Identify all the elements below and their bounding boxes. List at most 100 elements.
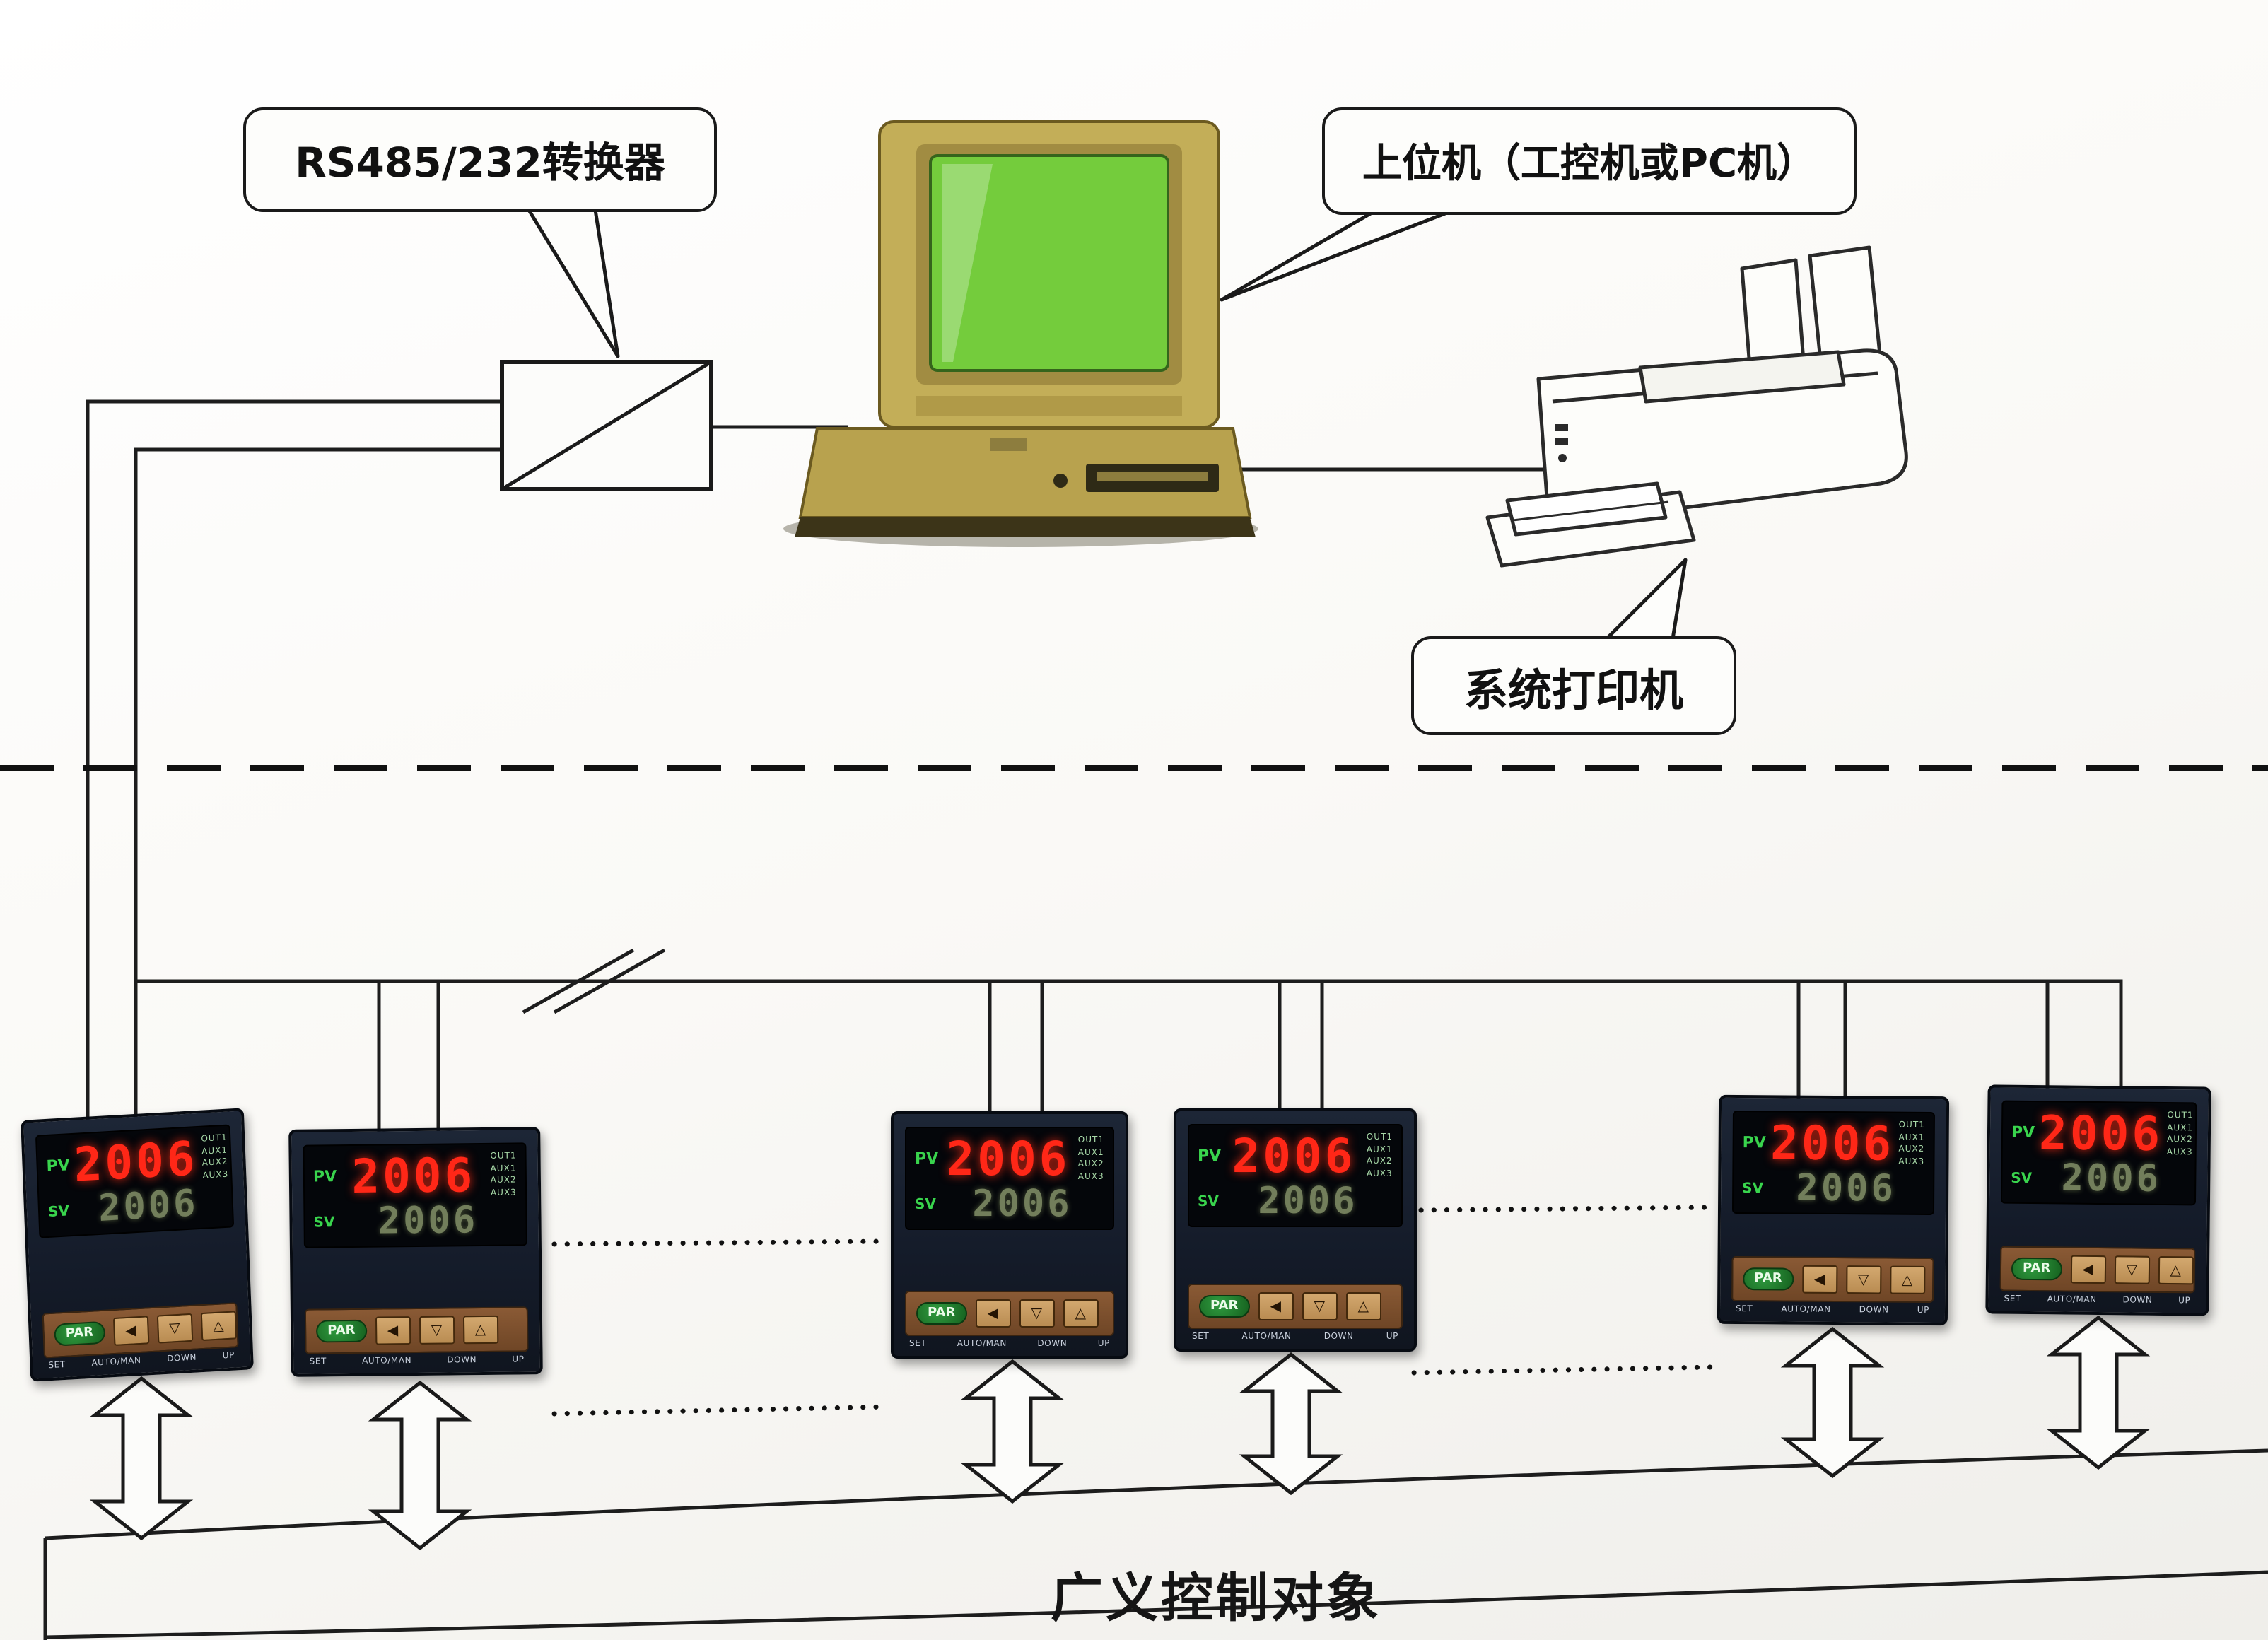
double-arrow-icon (1239, 1352, 1343, 1496)
temperature-controller: PV 2006 OUT1 AUX1 AUX2 AUX3 SV 2006 PAR … (1985, 1084, 2211, 1316)
callout-printer: 系统打印机 (1411, 636, 1736, 735)
callout-tails (521, 199, 1688, 650)
sv-row: SV 2006 (47, 1183, 224, 1231)
caption-up: UP (222, 1350, 235, 1361)
temperature-controller: PV 2006 OUT1 AUX1 AUX2 AUX3 SV 2006 PAR … (891, 1111, 1128, 1359)
caption-up: UP (2178, 1296, 2191, 1306)
sv-row: SV 2006 (1198, 1183, 1393, 1220)
key-captions: SET AUTO/MAN DOWN UP (1731, 1301, 1934, 1316)
par-button: PAR (54, 1320, 105, 1347)
pv-row: PV 2006 OUT1 AUX1 AUX2 AUX3 (2011, 1105, 2194, 1161)
status-indicators: OUT1 AUX1 AUX2 AUX3 (2167, 1111, 2194, 1157)
par-button: PAR (1199, 1294, 1250, 1318)
sv-label: SV (2011, 1170, 2033, 1187)
pv-row: PV 2006 OUT1 AUX1 AUX2 AUX3 (1742, 1115, 1925, 1171)
shift-key-icon: ◀ (1801, 1265, 1837, 1294)
shift-key-icon: ◀ (975, 1299, 1011, 1328)
indicator-out1: OUT1 (490, 1151, 517, 1161)
bus-line (136, 979, 2123, 1091)
par-button: PAR (315, 1318, 367, 1344)
caption-down: DOWN (447, 1355, 477, 1366)
controller-display: PV 2006 OUT1 AUX1 AUX2 AUX3 SV 2006 (303, 1142, 527, 1248)
double-arrow-icon (2046, 1315, 2151, 1470)
sv-label: SV (915, 1197, 936, 1212)
callout-host: 上位机（工控机或PC机） (1322, 107, 1857, 215)
callout-converter-label: RS485/232转换器 (295, 139, 665, 187)
caption-automan: AUTO/MAN (957, 1339, 1007, 1349)
up-key-icon: △ (1063, 1299, 1099, 1328)
indicator-aux2: AUX2 (1366, 1156, 1393, 1166)
sv-readout: 2006 (972, 1183, 1072, 1226)
up-key-icon: △ (2158, 1255, 2194, 1285)
controller-display: PV 2006 OUT1 AUX1 AUX2 AUX3 SV 2006 (905, 1127, 1114, 1230)
sv-row: SV 2006 (915, 1186, 1104, 1223)
converter-box (500, 360, 713, 491)
indicator-out1: OUT1 (201, 1132, 228, 1144)
sv-readout: 2006 (98, 1183, 199, 1231)
caption-set: SET (909, 1339, 927, 1349)
indicator-aux2: AUX2 (490, 1175, 517, 1185)
down-key-icon: ▽ (1302, 1292, 1338, 1320)
caption-down: DOWN (166, 1352, 197, 1364)
indicator-aux1: AUX1 (1077, 1147, 1104, 1157)
sv-row: SV 2006 (313, 1200, 518, 1243)
key-captions: SET AUTO/MAN DOWN UP (905, 1336, 1114, 1349)
sv-label: SV (313, 1214, 335, 1231)
caption-down: DOWN (1859, 1305, 1889, 1316)
pv-label: PV (1198, 1147, 1222, 1165)
pv-readout: 2006 (351, 1147, 476, 1204)
down-key-icon: ▽ (1845, 1265, 1881, 1294)
down-key-icon: ▽ (1019, 1299, 1055, 1328)
exchange-arrows (89, 1315, 2151, 1551)
shift-key-icon: ◀ (2070, 1255, 2106, 1284)
wire-a (86, 399, 502, 1124)
printer-callout-tail (1596, 558, 1688, 650)
down-key-icon: ▽ (419, 1316, 455, 1345)
pv-readout: 2006 (1770, 1115, 1895, 1171)
indicator-aux3: AUX3 (1898, 1156, 1925, 1166)
status-indicators: OUT1 AUX1 AUX2 AUX3 (490, 1151, 517, 1197)
key-captions: SET AUTO/MAN DOWN UP (1999, 1292, 2194, 1306)
indicator-out1: OUT1 (1077, 1135, 1104, 1145)
bus-wiring (86, 399, 2123, 1134)
sv-row: SV 2006 (1742, 1168, 1924, 1211)
sv-readout: 2006 (1258, 1181, 1358, 1223)
caption-down: DOWN (1323, 1332, 1354, 1342)
controller-display: PV 2006 OUT1 AUX1 AUX2 AUX3 SV 2006 (1731, 1111, 1935, 1215)
bus-break-slash (553, 948, 666, 1014)
sv-readout: 2006 (378, 1200, 479, 1243)
caption-set: SET (309, 1357, 327, 1367)
pv-label: PV (915, 1149, 939, 1168)
par-button: PAR (916, 1301, 967, 1325)
callout-host-label: 上位机（工控机或PC机） (1362, 140, 1817, 187)
indicator-aux1: AUX1 (1898, 1132, 1925, 1142)
up-key-icon: △ (462, 1315, 498, 1345)
par-button: PAR (1743, 1267, 1794, 1292)
host-callout-tail (1220, 204, 1466, 302)
sv-row: SV 2006 (2011, 1157, 2187, 1201)
caption-set: SET (2004, 1294, 2021, 1304)
pv-readout: 2006 (73, 1130, 199, 1193)
caption-automan: AUTO/MAN (361, 1356, 412, 1366)
double-arrow-icon (960, 1359, 1065, 1504)
pv-row: PV 2006 OUT1 AUX1 AUX2 AUX3 (313, 1147, 518, 1204)
pv-label: PV (2011, 1123, 2035, 1142)
sv-readout: 2006 (2061, 1157, 2162, 1201)
temperature-controller: PV 2006 OUT1 AUX1 AUX2 AUX3 SV 2006 PAR … (21, 1108, 254, 1382)
caption-set: SET (1192, 1332, 1210, 1342)
indicator-aux1: AUX1 (490, 1163, 517, 1173)
up-key-icon: △ (200, 1311, 237, 1342)
status-indicators: OUT1 AUX1 AUX2 AUX3 (201, 1133, 229, 1181)
controller-display: PV 2006 OUT1 AUX1 AUX2 AUX3 SV 2006 (35, 1124, 235, 1238)
shift-key-icon: ◀ (112, 1316, 149, 1347)
shift-key-icon: ◀ (1258, 1292, 1294, 1320)
double-arrow-icon (89, 1376, 194, 1541)
key-captions: SET AUTO/MAN DOWN UP (305, 1352, 529, 1366)
controlled-object-label: 广义控制对象 (1051, 1568, 1381, 1629)
controller-keypad: PAR ◀ ▽ △ (1999, 1246, 2196, 1294)
indicator-aux2: AUX2 (2166, 1135, 2193, 1145)
indicator-out1: OUT1 (1898, 1120, 1925, 1130)
